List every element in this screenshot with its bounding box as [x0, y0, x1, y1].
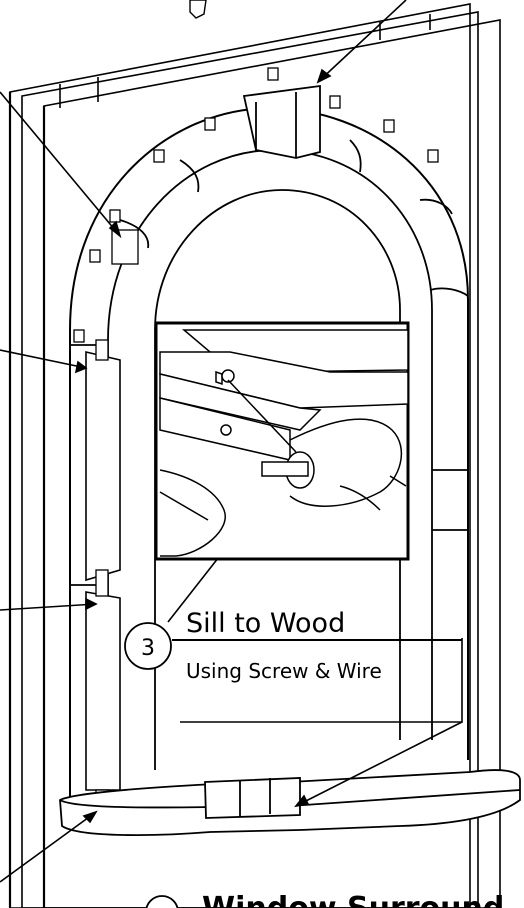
window-surround-arch: [69, 84, 469, 800]
leader-lines: [0, 0, 463, 883]
footer-title: Window Surround: [202, 891, 504, 908]
step-number-circle: [124, 622, 172, 670]
footer-circle: [145, 895, 179, 908]
top-fastener-graphic: [189, 0, 207, 19]
detail-inset: [154, 321, 410, 561]
sill: [59, 769, 521, 836]
callout-title: Sill to Wood: [186, 608, 345, 639]
side-jamb-left: [85, 350, 121, 791]
step-callout: 3 Sill to Wood Using Screw & Wire: [124, 608, 462, 683]
arch-clips: [73, 67, 439, 813]
footer: Window Surround: [145, 891, 504, 908]
callout-subtitle: Using Screw & Wire: [186, 659, 382, 683]
step-number: 3: [141, 636, 155, 661]
